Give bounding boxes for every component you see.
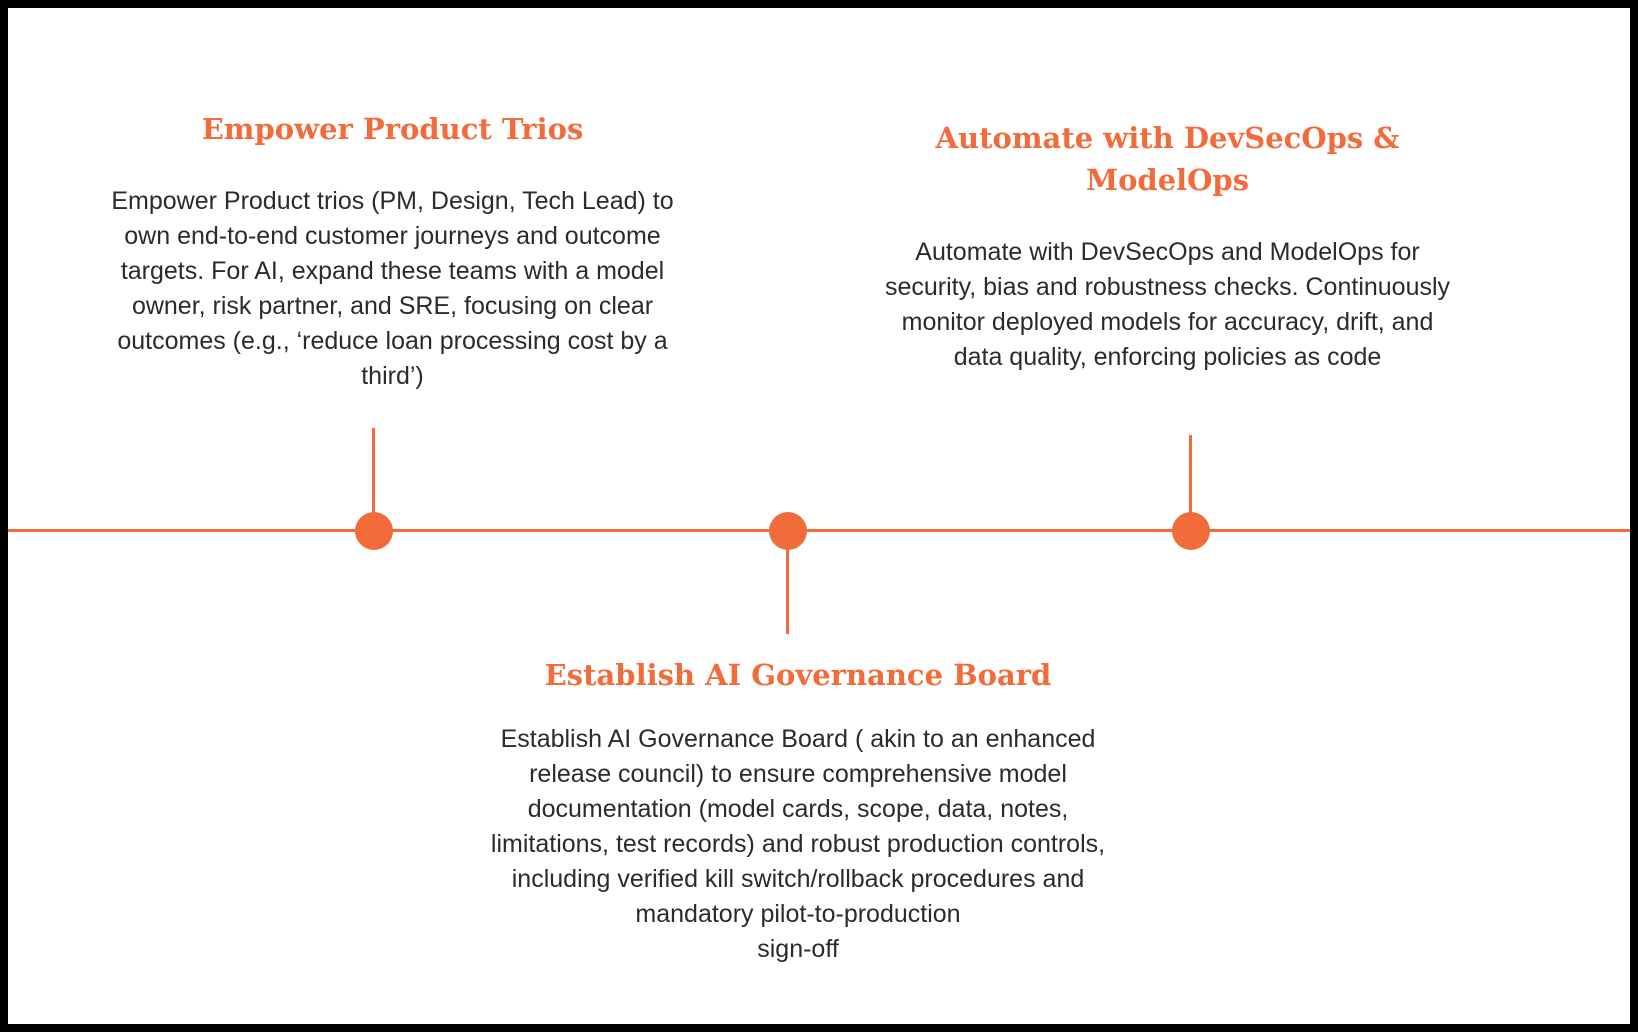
- timeline-node-2: [769, 512, 807, 550]
- connector-line-up-node3: [1189, 435, 1192, 514]
- milestone-block-empower-product-trios: Empower Product Trios Empower Product tr…: [80, 108, 705, 394]
- milestone-description: Establish AI Governance Board ( akin to …: [490, 725, 1106, 963]
- milestone-description: Empower Product trios (PM, Design, Tech …: [111, 187, 674, 390]
- milestone-title: Automate with DevSecOps & ModelOps: [935, 121, 1400, 197]
- milestone-title: Empower Product Trios: [201, 112, 584, 146]
- milestone-title: Establish AI Governance Board: [544, 658, 1052, 692]
- timeline-node-1: [355, 512, 393, 550]
- connector-line-down-node2: [786, 548, 789, 634]
- timeline-axis-line: [8, 529, 1630, 532]
- connector-line-up-node1: [372, 428, 375, 514]
- milestone-description: Automate with DevSecOps and ModelOps for…: [884, 238, 1451, 371]
- timeline-node-3: [1172, 512, 1210, 550]
- milestone-block-ai-governance-board: Establish AI Governance Board Establish …: [453, 654, 1143, 967]
- milestone-block-automate-devsecops: Automate with DevSecOps & ModelOps Autom…: [865, 117, 1470, 375]
